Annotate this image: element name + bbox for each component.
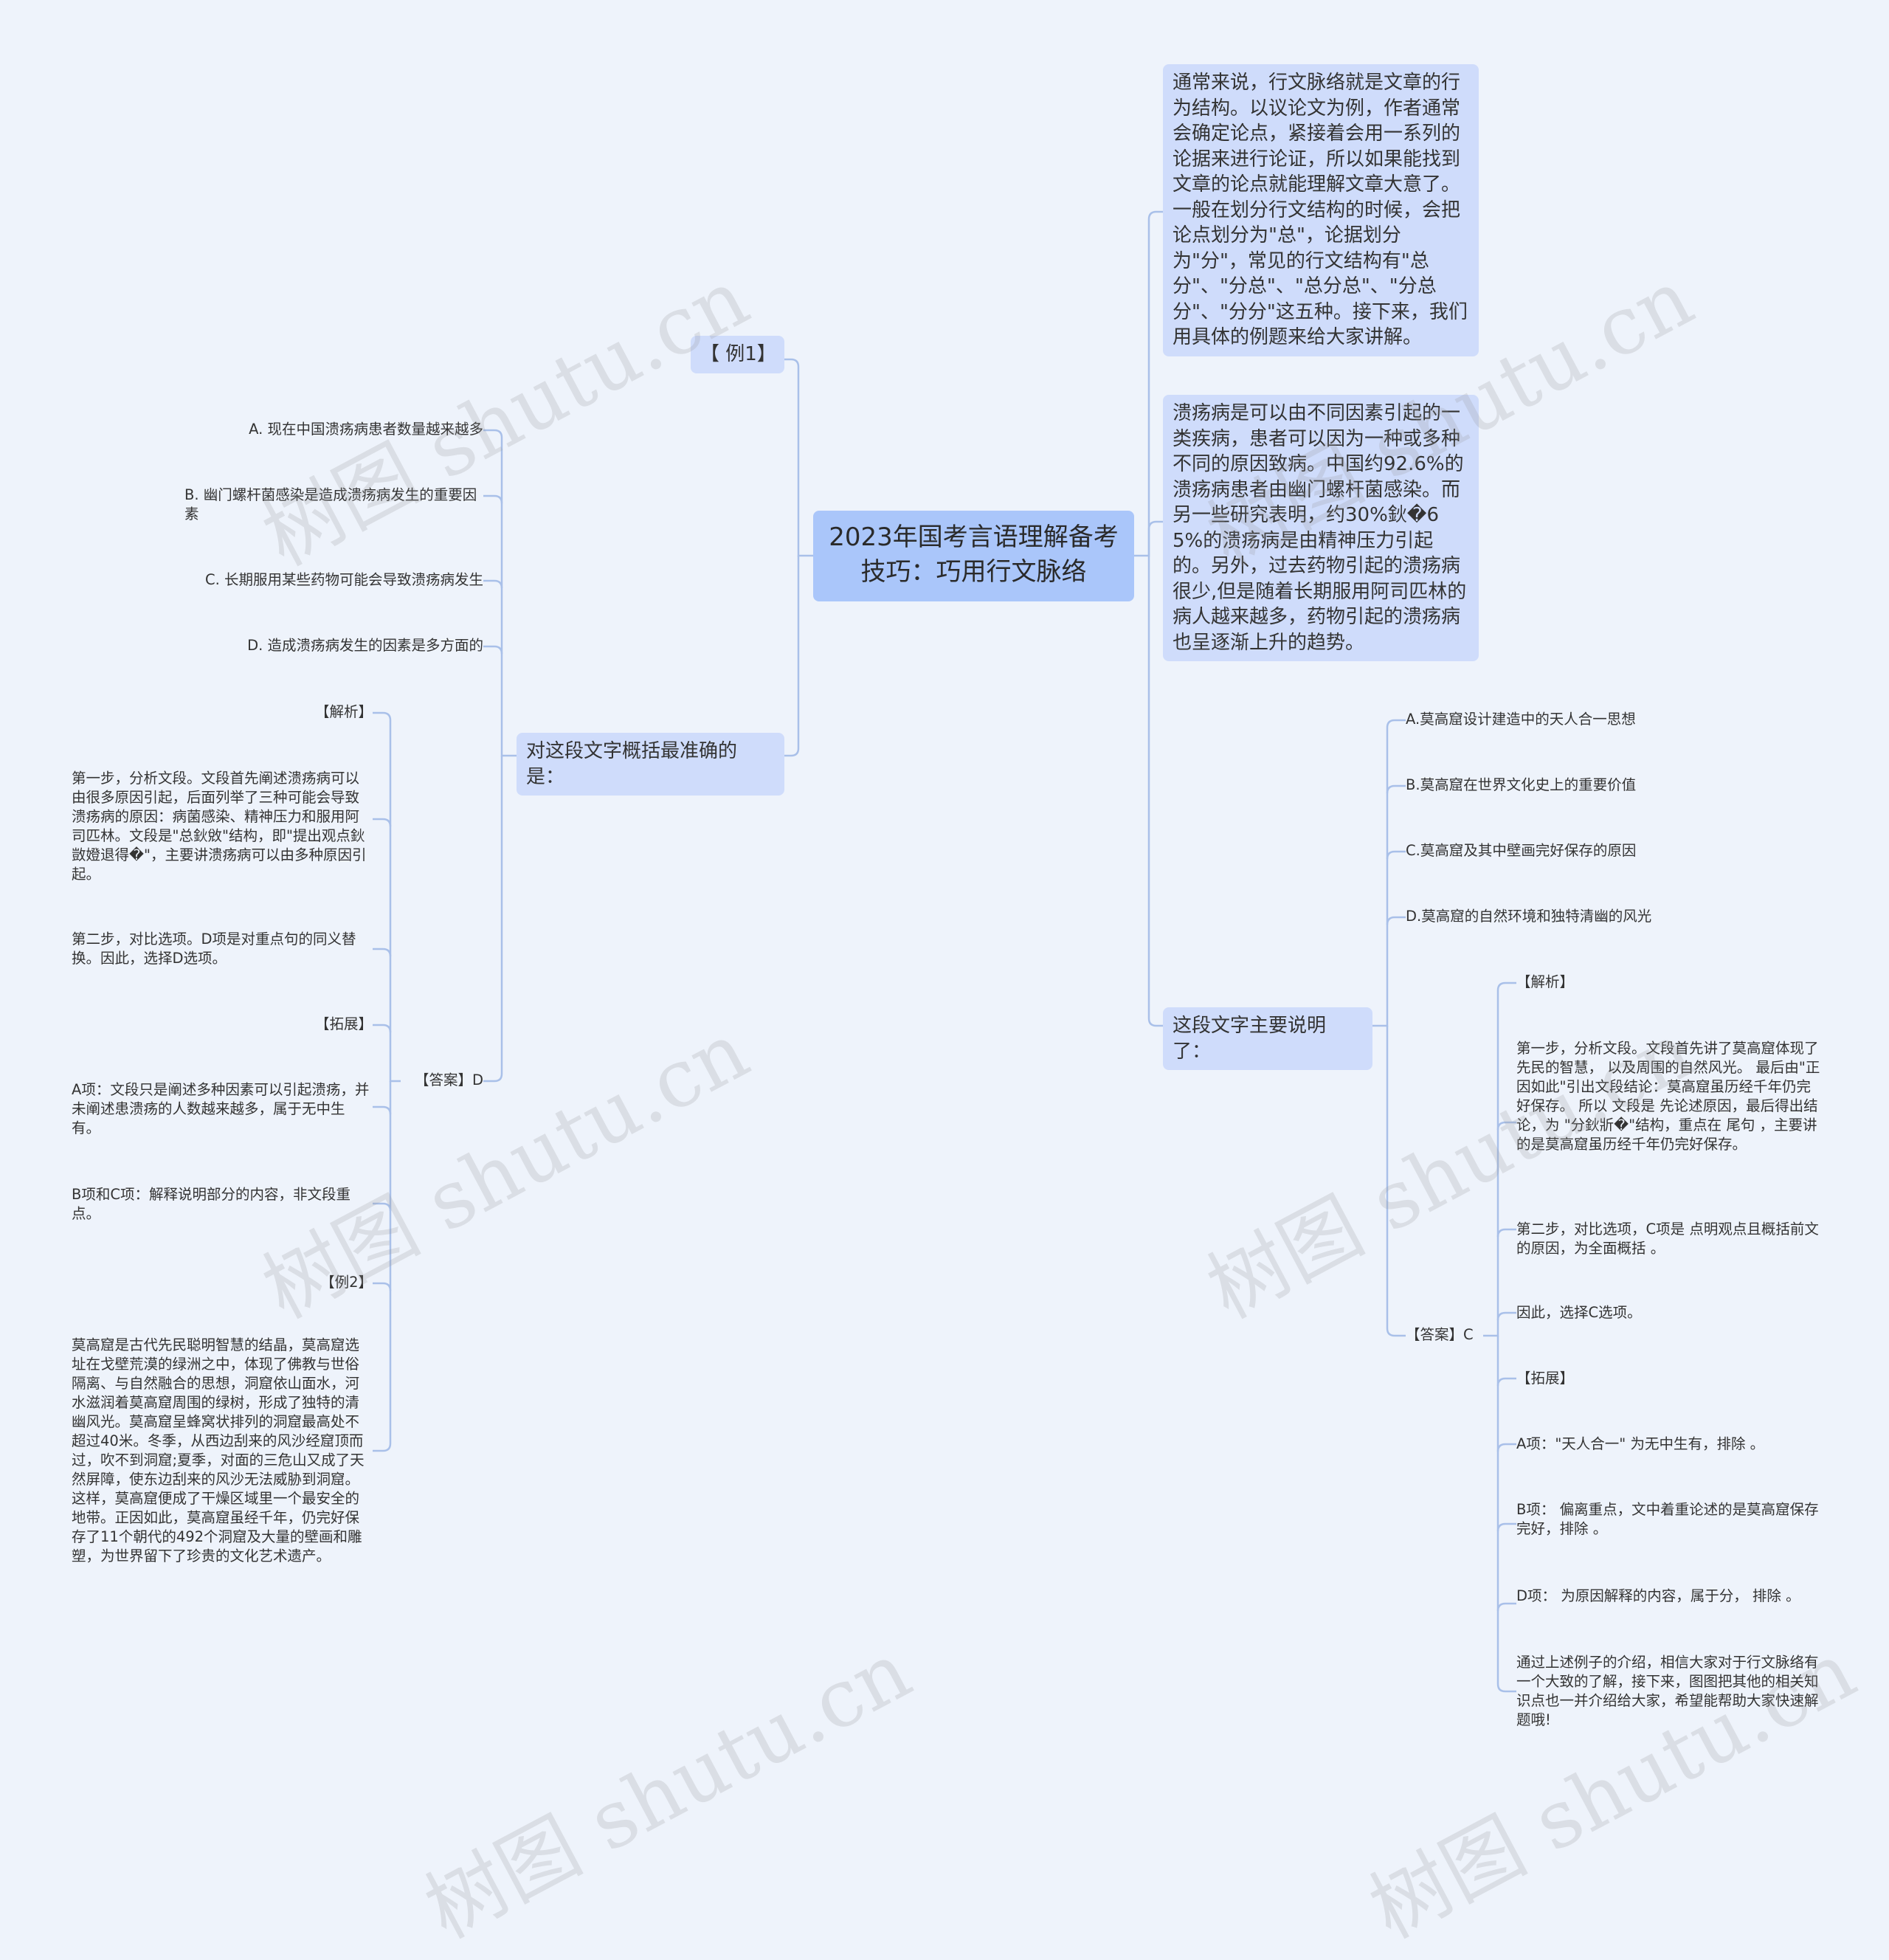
example2-analysis-step2[interactable]: 第二步，对比选项，C项是 点明观点且概括前文的原因，为全面概括 。	[1516, 1221, 1819, 1257]
watermark: 树图 shutu.cn	[411, 1624, 925, 1957]
example2-extension-d[interactable]: D项： 为原因解释的内容，属于分， 排除 。	[1516, 1587, 1800, 1604]
connector	[784, 556, 800, 757]
connector	[1496, 1443, 1516, 1452]
connector	[1496, 1121, 1516, 1131]
example1-extension-a[interactable]: A项：文段只是阐述多种因素可以引起溃疡，并未阐述患溃疡的人数越来越多，属于无中生…	[72, 1081, 370, 1136]
example1-analysis-heading[interactable]: 【解析】	[314, 703, 373, 720]
example1-analysis-step2[interactable]: 第二步，对比选项。D项是对重点句的同义替换。因此，选择D选项。	[72, 931, 356, 967]
connector	[1386, 784, 1406, 794]
connector	[1134, 210, 1163, 557]
connector	[1386, 916, 1406, 925]
closing-note[interactable]: 通过上述例子的介绍，相信大家对于行文脉络有一个大致的了解，接下来，图图把其他的相…	[1516, 1654, 1819, 1728]
connector	[784, 358, 813, 557]
connector	[1496, 1602, 1516, 1612]
connector	[1483, 981, 1516, 1337]
example1-option-b[interactable]: B. 幽门螺杆菌感染是造成溃疡病发生的重要因素	[184, 486, 477, 522]
connector	[483, 645, 503, 655]
example2-analysis-heading[interactable]: 【解析】	[1516, 973, 1575, 990]
example1-option-c[interactable]: C. 长期服用某些药物可能会导致溃疡病发生	[204, 571, 483, 588]
root-topic[interactable]: 2023年国考言语理解备考技巧：巧用行文脉络	[813, 511, 1134, 601]
example1-extension-heading[interactable]: 【拓展】	[314, 1015, 373, 1032]
connector	[1496, 1336, 1516, 1693]
connector	[483, 756, 503, 1083]
connector	[483, 429, 517, 757]
example2-label[interactable]: 【例2】	[320, 1274, 373, 1291]
connector	[373, 1282, 392, 1291]
connector	[373, 1081, 392, 1452]
connector	[373, 711, 401, 1083]
example1-label[interactable]: 【 例1】	[691, 336, 784, 373]
intro-paragraph-2[interactable]: 溃疡病是可以由不同因素引起的一类疾病，患者可以因为一种或多种不同的原因致病。中国…	[1163, 395, 1479, 661]
example2-extension-a[interactable]: A项："天人合一" 为无中生有，排除 。	[1516, 1435, 1765, 1452]
connector	[1386, 850, 1406, 860]
example2-conclusion[interactable]: 因此，选择C选项。	[1516, 1304, 1642, 1321]
example2-option-c[interactable]: C.莫高窟及其中壁画完好保存的原因	[1406, 842, 1637, 859]
example2-option-d[interactable]: D.莫高窟的自然环境和独特清幽的风光	[1406, 908, 1652, 925]
example1-question[interactable]: 对这段文字概括最准确的是：	[517, 733, 784, 796]
example2-answer[interactable]: 【答案】C	[1406, 1326, 1474, 1343]
example2-analysis-step1[interactable]: 第一步，分析文段。文段首先讲了莫高窟体现了先民的智慧， 以及周围的自然风光。 最…	[1516, 1040, 1820, 1153]
connector	[483, 579, 503, 589]
connector	[373, 818, 392, 827]
connector	[1496, 1228, 1516, 1238]
example1-option-d[interactable]: D. 造成溃疡病发生的因素是多方面的	[247, 637, 483, 654]
connector	[1496, 1377, 1516, 1387]
mindmap-canvas: 2023年国考言语理解备考技巧：巧用行文脉络 通常来说，行文脉络就是文章的行为结…	[72, 64, 1870, 1956]
connector	[1147, 520, 1163, 556]
connector	[1386, 1026, 1406, 1337]
example2-extension-heading[interactable]: 【拓展】	[1516, 1370, 1575, 1387]
example2-option-a[interactable]: A.莫高窟设计建造中的天人合一思想	[1406, 711, 1636, 728]
connector	[373, 1105, 392, 1115]
connector	[1147, 556, 1163, 1027]
intro-paragraph-1[interactable]: 通常来说，行文脉络就是文章的行为结构。以议论文为例，作者通常会确定论点，紧接着会…	[1163, 64, 1479, 356]
example1-option-a[interactable]: A. 现在中国溃疡病患者数量越来越多	[249, 421, 483, 438]
example2-extension-b[interactable]: B项： 偏离重点，文中着重论述的是莫高窟保存完好，排除 。	[1516, 1501, 1819, 1537]
watermark: 树图 shutu.cn	[249, 252, 763, 584]
connector	[1372, 719, 1406, 1027]
example2-option-b[interactable]: B.莫高窟在世界文化史上的重要价值	[1406, 776, 1637, 793]
example1-answer[interactable]: 【答案】D	[414, 1072, 483, 1088]
example1-extension-bc[interactable]: B项和C项：解释说明部分的内容，非文段重点。	[72, 1186, 350, 1222]
example2-question[interactable]: 这段文字主要说明了：	[1163, 1007, 1372, 1070]
connector	[1496, 1522, 1516, 1532]
connector	[1496, 1311, 1516, 1321]
example2-passage[interactable]: 莫高窟是古代先民聪明智慧的结晶，莫高窟选址在戈壁荒漠的绿洲之中，体现了佛教与世俗…	[72, 1336, 365, 1564]
example1-analysis-step1[interactable]: 第一步，分析文段。文段首先阐述溃疡病可以由很多原因引起，后面列举了三种可能会导致…	[72, 770, 367, 883]
connector	[373, 1202, 392, 1212]
connector	[373, 948, 392, 957]
connector	[373, 1024, 392, 1033]
connector	[483, 494, 503, 504]
